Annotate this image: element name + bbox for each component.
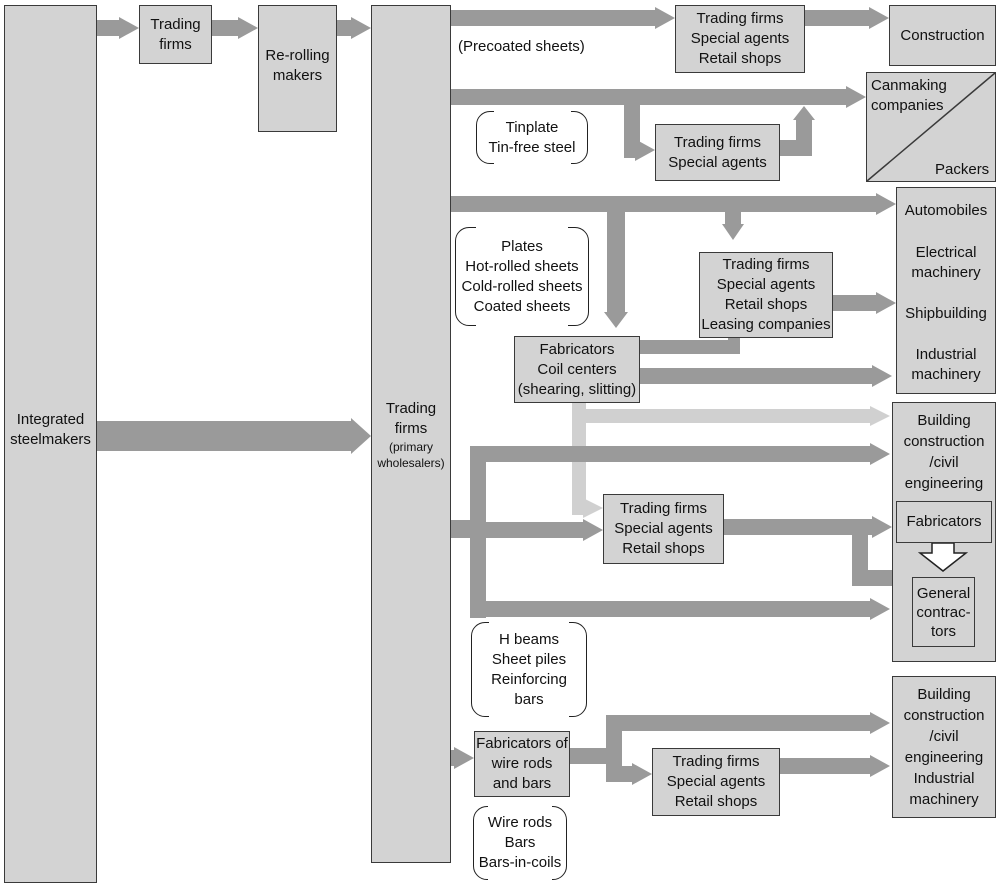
shipbuilding-label: Shipbuilding [905, 305, 987, 322]
fabricators-wire-box [474, 731, 570, 797]
precoated-sheets-label: (Precoated sheets) [458, 38, 585, 55]
arrow-center-to-canmaking [451, 86, 866, 108]
connector-wire-out [570, 748, 610, 764]
shape-products-bracket [471, 620, 587, 719]
arrow-trading-shapes-to-fabricators [724, 516, 892, 538]
trading-firms-primary-box [371, 5, 451, 863]
arrow-shapes-to-trading [486, 519, 603, 541]
connector-wire-vertical [606, 716, 622, 782]
connector-shapes-vertical [470, 446, 486, 618]
building-civil-box-2 [892, 676, 996, 818]
connector-coil-horizontal [572, 409, 872, 423]
canmaking-divider [866, 72, 996, 182]
arrow-integrated-to-trading [97, 17, 139, 39]
industries-box [896, 187, 996, 394]
arrow-to-trading-tin [624, 139, 655, 161]
arrow-rerolling-to-center [337, 17, 371, 39]
arrow-precoated-to-construction [805, 7, 889, 29]
fabricators-down-arrow [918, 543, 968, 572]
arrow-to-trading-leasing [722, 204, 744, 240]
arrow-to-fabricators-coil [604, 204, 628, 328]
construction-box [889, 5, 996, 66]
arrow-wire-to-trading [606, 763, 652, 785]
trading-precoated-box [675, 5, 805, 73]
connector-leasing-to-fabricators [640, 340, 740, 354]
arrow-coil-to-building [860, 406, 890, 426]
fabricators-sub-label: Fabricators [906, 513, 982, 530]
connector-leasing-drop [728, 336, 740, 354]
trading-wire-box [652, 748, 780, 816]
arrow-integrated-to-center [97, 418, 371, 454]
general-contractors-box [912, 577, 975, 647]
automobiles-label: Automobiles [904, 202, 988, 219]
fabricators-coil-box [514, 336, 640, 403]
trading-firms-small-box [139, 5, 212, 64]
arrow-center-to-wire-fabricators [451, 747, 474, 769]
trading-tin-box [655, 124, 780, 181]
rerolling-makers-box [258, 5, 337, 132]
arrow-shapes-to-general [470, 598, 890, 620]
packers-label: Packers [935, 161, 990, 178]
trading-shapes-box [603, 494, 724, 564]
arrow-wire-to-building [606, 712, 890, 734]
tinplate-products-bracket [476, 109, 588, 166]
arrow-center-to-precoated-trading [451, 7, 675, 29]
arrow-fabricators-to-industrial [640, 365, 892, 387]
wire-products-bracket [473, 804, 567, 882]
arrow-trading-to-rerolling [212, 17, 258, 39]
trading-leasing-box [699, 252, 833, 338]
construction-label: Construction [900, 26, 985, 44]
arrow-leasing-to-industries [833, 292, 896, 314]
arrow-tin-up-to-canmaking [793, 106, 815, 156]
arrow-center-to-automobiles [451, 193, 896, 215]
integrated-steelmakers-box [4, 5, 97, 883]
connector-shapes-drop [852, 520, 868, 582]
plate-products-bracket [455, 225, 589, 328]
arrow-shapes-to-building [470, 443, 890, 465]
arrow-coil-to-trading-shapes [572, 498, 603, 518]
arrow-trading-wire-to-building [780, 755, 890, 777]
